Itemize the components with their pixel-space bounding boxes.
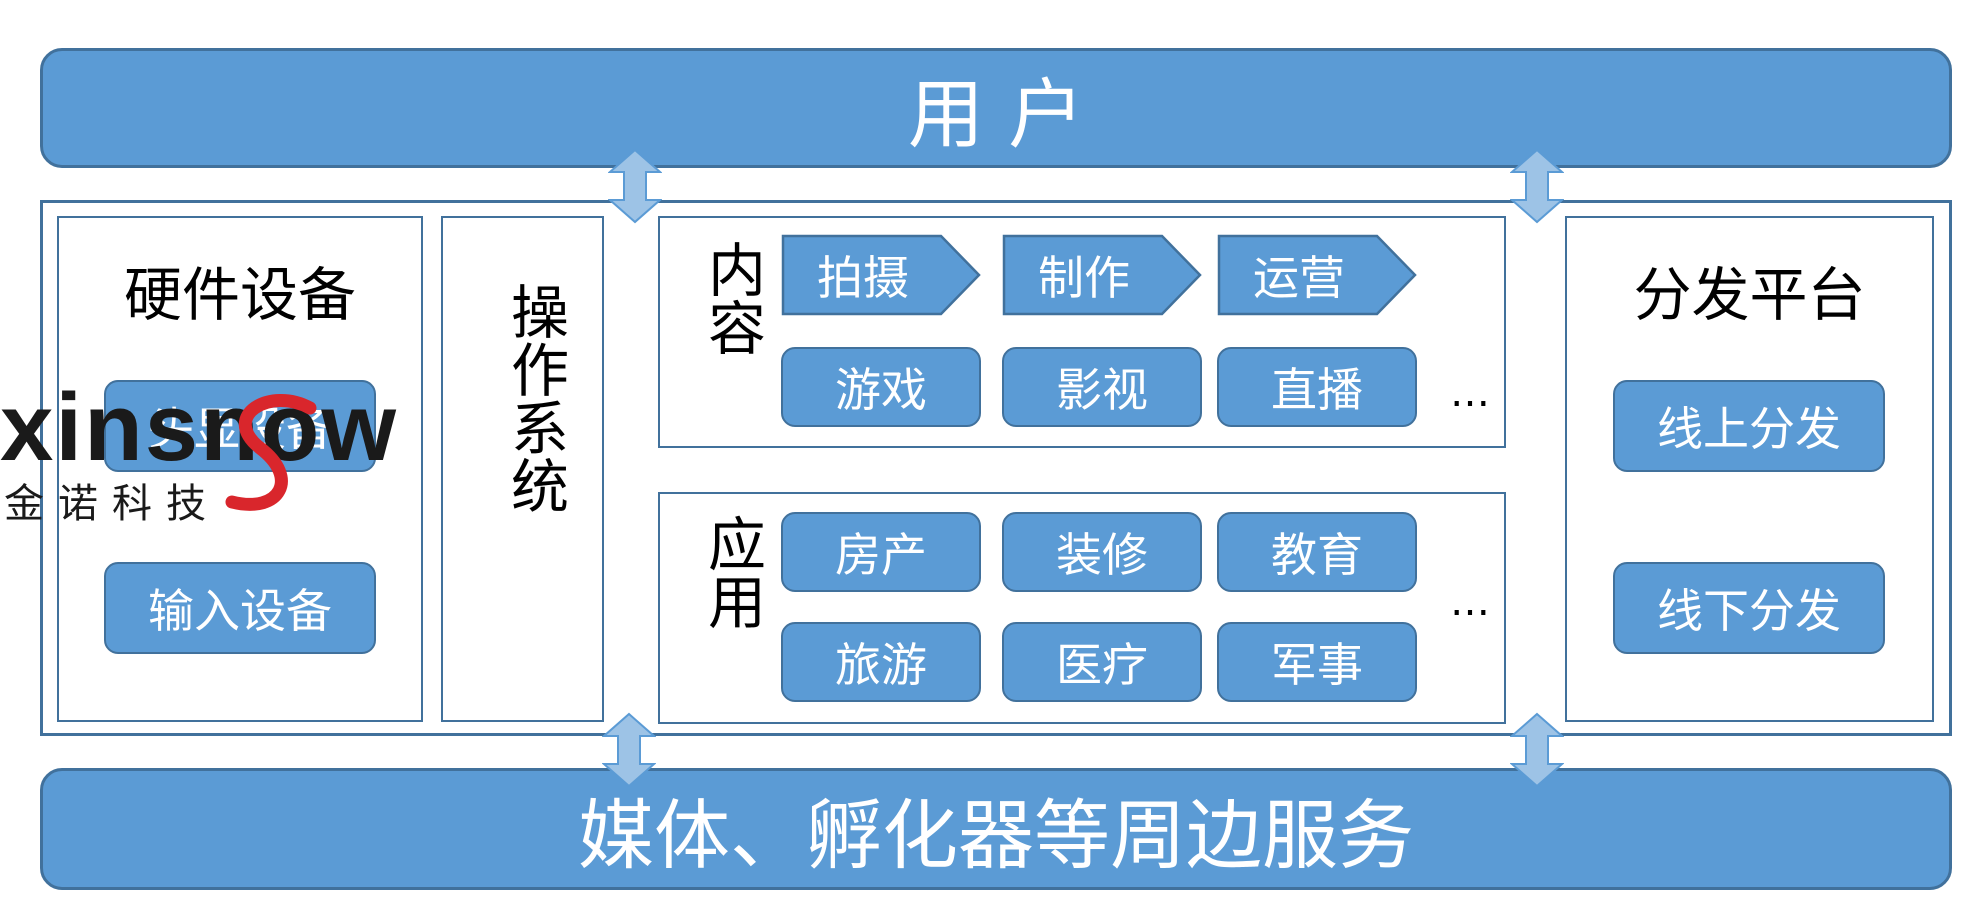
chevron-shape (1002, 234, 1202, 316)
pipeline-step-shoot[interactable]: 拍摄 (781, 234, 981, 316)
os-panel: 操作系统 (441, 216, 604, 722)
distribution-item-online-label: 线上分发 (1657, 402, 1841, 456)
content-panel: 内容 拍摄 制作 运营 游戏 影视 直播 … (658, 216, 1506, 448)
double-arrow-icon (602, 712, 656, 788)
content-category-games[interactable]: 游戏 (781, 347, 981, 427)
content-category-film-label: 影视 (1056, 363, 1148, 417)
application-item-education-label: 教育 (1271, 528, 1363, 582)
user-bar-label: 用 户 (907, 70, 1085, 159)
pipeline-step-produce[interactable]: 制作 (1002, 234, 1202, 316)
pipeline-step-produce-label: 制作 (1038, 251, 1130, 305)
hardware-item-headset-label: 头显设备 (148, 402, 332, 456)
application-item-education[interactable]: 教育 (1217, 512, 1417, 592)
application-item-medical-label: 医疗 (1056, 638, 1148, 692)
hardware-item-headset[interactable]: 头显设备 (104, 380, 376, 472)
application-item-realestate-label: 房产 (835, 528, 927, 582)
user-bar: 用 户 (40, 48, 1952, 168)
application-label: 应用 (698, 514, 766, 630)
content-category-live-label: 直播 (1271, 363, 1363, 417)
content-more: … (1450, 370, 1490, 416)
hardware-item-input-label: 输入设备 (148, 584, 332, 638)
chevron-shape (781, 234, 981, 316)
os-label: 操作系统 (501, 282, 569, 514)
distribution-title: 分发平台 (1633, 261, 1866, 329)
pipeline-step-shoot-label: 拍摄 (817, 251, 909, 305)
hardware-item-input[interactable]: 输入设备 (104, 562, 376, 654)
application-item-tourism[interactable]: 旅游 (781, 622, 981, 702)
application-item-medical[interactable]: 医疗 (1002, 622, 1202, 702)
distribution-item-offline-label: 线下分发 (1657, 584, 1841, 638)
double-arrow-icon (1510, 148, 1564, 224)
distribution-item-online[interactable]: 线上分发 (1613, 380, 1885, 472)
double-arrow-icon (608, 148, 662, 224)
hardware-panel: 硬件设备 头显设备 输入设备 (57, 216, 423, 722)
pipeline-step-operate-label: 运营 (1253, 251, 1345, 305)
application-panel: 应用 房产 装修 教育 旅游 医疗 军事 … (658, 492, 1506, 724)
application-item-decoration-label: 装修 (1056, 528, 1148, 582)
application-item-tourism-label: 旅游 (835, 638, 927, 692)
content-category-games-label: 游戏 (835, 363, 927, 417)
application-more: … (1450, 579, 1490, 625)
content-label: 内容 (698, 240, 766, 356)
hardware-title: 硬件设备 (123, 261, 356, 329)
content-category-live[interactable]: 直播 (1217, 347, 1417, 427)
application-item-military-label: 军事 (1271, 638, 1363, 692)
services-bar: 媒体、孵化器等周边服务 (40, 768, 1952, 890)
application-item-realestate[interactable]: 房产 (781, 512, 981, 592)
distribution-item-offline[interactable]: 线下分发 (1613, 562, 1885, 654)
chevron-shape (1217, 234, 1417, 316)
pipeline-step-operate[interactable]: 运营 (1217, 234, 1417, 316)
distribution-panel: 分发平台 线上分发 线下分发 (1565, 216, 1934, 722)
application-item-military[interactable]: 军事 (1217, 622, 1417, 702)
application-item-decoration[interactable]: 装修 (1002, 512, 1202, 592)
services-bar-label: 媒体、孵化器等周边服务 (578, 791, 1414, 880)
double-arrow-icon (1510, 712, 1564, 788)
content-category-film[interactable]: 影视 (1002, 347, 1202, 427)
